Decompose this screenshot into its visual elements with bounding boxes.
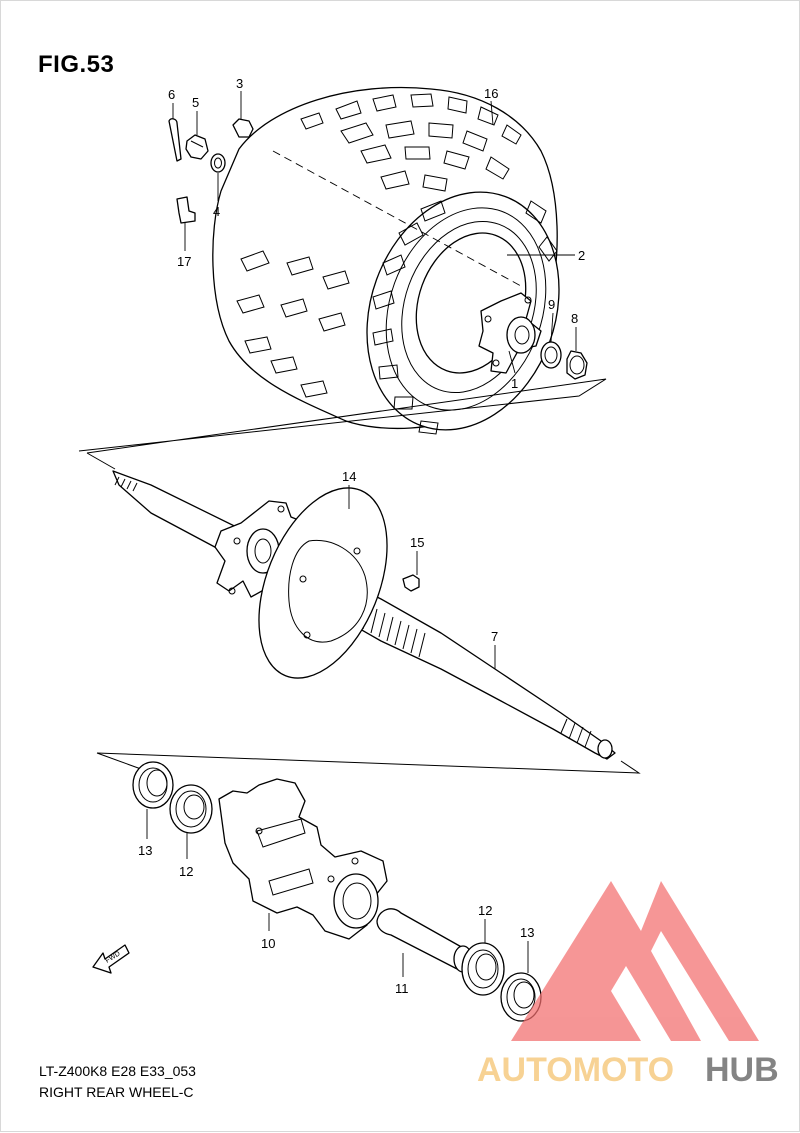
wheel-nut-3 [232, 118, 254, 138]
callout-4: 4 [213, 204, 220, 219]
castle-nut-5 [185, 134, 209, 160]
forward-arrow-icon: FWD [92, 944, 130, 974]
bearing-12-left [169, 784, 213, 834]
callout-13-right: 13 [520, 925, 534, 940]
callout-12-right: 12 [478, 903, 492, 918]
callout-16: 16 [484, 86, 498, 101]
callout-9: 9 [548, 297, 555, 312]
figure-code: LT-Z400K8 E28 E33_053 [39, 1063, 196, 1079]
bearing-housing-10 [218, 778, 388, 940]
figure-title: FIG.53 [38, 51, 115, 78]
callout-5: 5 [192, 95, 199, 110]
stud-bolt-17 [176, 196, 196, 224]
automotohub-watermark: AUTOMOTO HUB [477, 881, 779, 1089]
callout-15: 15 [410, 535, 424, 550]
callout-14: 14 [342, 469, 356, 484]
washer-9 [540, 341, 562, 369]
spacer-tube-11 [376, 908, 473, 973]
watermark-text-1: AUTOMOTO [477, 1051, 674, 1089]
watermark-text-2: HUB [705, 1051, 779, 1089]
brake-disc-14 [258, 487, 388, 679]
callout-17: 17 [177, 254, 191, 269]
disc-bolt-15 [402, 574, 420, 592]
callout-12-left: 12 [179, 864, 193, 879]
callout-8: 8 [571, 311, 578, 326]
watermark-logo-icon [511, 881, 759, 1041]
callout-2: 2 [578, 248, 585, 263]
callout-3: 3 [236, 76, 243, 91]
hub-nut-8 [566, 350, 588, 380]
callout-7: 7 [491, 629, 498, 644]
callout-1: 1 [511, 376, 518, 391]
cotter-pin-6 [168, 118, 182, 162]
callout-11: 11 [395, 981, 409, 996]
washer-4 [210, 153, 226, 173]
tire [212, 86, 560, 435]
wheel-hub [478, 292, 542, 374]
oil-seal-13-left [132, 761, 174, 809]
callout-13-left: 13 [138, 843, 152, 858]
callout-6: 6 [168, 87, 175, 102]
bearing-12-right [461, 942, 505, 996]
figure-name: RIGHT REAR WHEEL-C [39, 1084, 194, 1100]
callout-10: 10 [261, 936, 275, 951]
